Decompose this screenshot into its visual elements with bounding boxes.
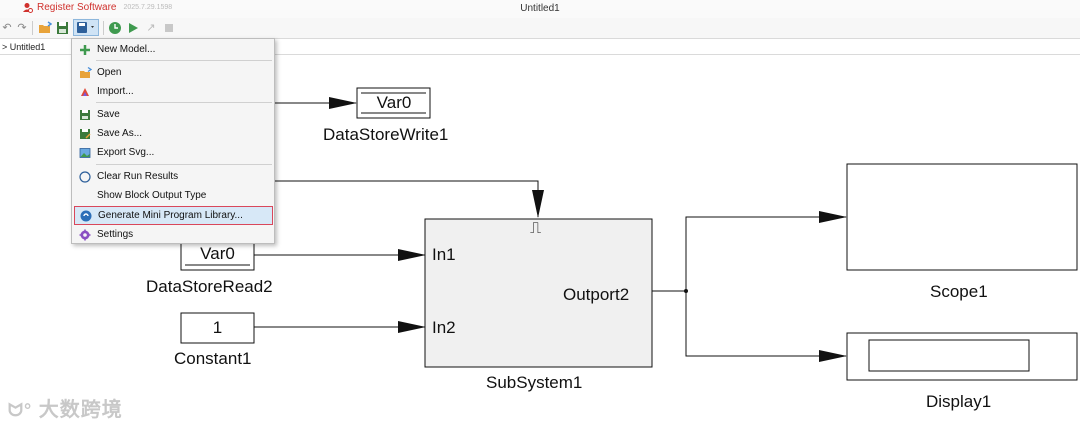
menu-item-import[interactable]: Import... <box>74 82 273 101</box>
menu-item-save[interactable]: Save <box>74 105 273 124</box>
breadcrumb[interactable]: > Untitled1 <box>0 39 1080 55</box>
menu-separator <box>96 102 272 103</box>
menu-item-settings[interactable]: Settings <box>74 225 273 244</box>
file-menu-icon <box>77 22 94 33</box>
datastore-read-value: Var0 <box>200 244 235 263</box>
file-dropdown-menu: New Model... Open Import... Save Save As… <box>71 38 275 244</box>
step-icon[interactable]: ↗ <box>146 22 156 34</box>
signal-line-to-display[interactable] <box>685 291 847 362</box>
scope-block[interactable] <box>846 163 1078 271</box>
menu-item-generate-library[interactable]: Generate Mini Program Library... <box>74 206 273 225</box>
watermark-logo-icon: ᗢ° <box>8 400 33 420</box>
menu-item-clear-run-results[interactable]: Clear Run Results <box>74 167 273 186</box>
open-folder-icon[interactable] <box>38 21 53 35</box>
title-bar: Register Software 2025.7.29.1598 Untitle… <box>0 0 1080 18</box>
version-text: 2025.7.29.1598 <box>123 4 173 11</box>
register-user-icon <box>23 3 33 13</box>
constant-name: Constant1 <box>174 349 252 368</box>
menu-item-label: Clear Run Results <box>97 171 179 182</box>
menu-item-label: Generate Mini Program Library... <box>98 210 243 221</box>
in2-port-label: In2 <box>432 318 456 337</box>
display-readout-box <box>868 339 1030 372</box>
menu-item-new-model[interactable]: New Model... <box>74 40 273 59</box>
toolbar-separator <box>103 21 104 35</box>
import-icon <box>78 85 92 99</box>
register-software-link[interactable]: Register Software 2025.7.29.1598 <box>22 2 172 13</box>
datastore-write-value: Var0 <box>376 93 412 112</box>
menu-separator <box>96 60 272 61</box>
undo-icon[interactable]: ↶ <box>2 22 12 34</box>
toolbar-separator <box>32 21 33 35</box>
save-icon <box>78 108 92 122</box>
save-as-icon <box>78 127 92 141</box>
library-icon <box>79 209 93 223</box>
menu-item-label: Save As... <box>97 128 143 139</box>
subsystem-block[interactable] <box>424 218 653 368</box>
menu-item-label: Open <box>97 67 122 78</box>
menu-item-open[interactable]: Open <box>74 63 273 82</box>
trigger-signal-line[interactable] <box>275 180 544 218</box>
constant-value: 1 <box>212 318 223 337</box>
menu-item-export-svg[interactable]: Export Svg... <box>74 143 273 162</box>
redo-icon[interactable]: ↷ <box>17 22 27 34</box>
menu-item-label: Save <box>97 109 120 120</box>
scope-name: Scope1 <box>930 282 988 301</box>
clock-icon[interactable] <box>108 21 122 35</box>
register-label: Register Software <box>37 2 117 13</box>
menu-item-label: Export Svg... <box>97 147 155 158</box>
save-icon[interactable] <box>56 21 70 35</box>
menu-separator <box>96 164 272 165</box>
stop-icon[interactable] <box>162 21 176 35</box>
blank-icon <box>78 189 92 203</box>
menu-item-label: Settings <box>97 229 134 240</box>
window-title: Untitled1 <box>520 3 560 14</box>
menu-item-save-as[interactable]: Save As... <box>74 124 273 143</box>
signal-line-to-scope[interactable] <box>685 211 847 291</box>
datastore-write-name: DataStoreWrite1 <box>323 125 449 144</box>
in1-port-label: In1 <box>432 245 456 264</box>
plus-icon <box>78 43 92 57</box>
branch-point <box>684 289 688 293</box>
file-menu-button[interactable] <box>73 19 99 36</box>
gear-icon <box>78 228 92 242</box>
menu-item-show-block-output-type[interactable]: Show Block Output Type <box>74 186 273 205</box>
open-folder-icon <box>78 66 92 80</box>
watermark: ᗢ° 大数跨境 <box>8 393 123 422</box>
subsystem-name: SubSystem1 <box>486 373 583 392</box>
menu-item-label: Show Block Output Type <box>97 190 207 201</box>
run-icon[interactable] <box>126 21 140 35</box>
trigger-port-icon: ⎍ <box>530 220 542 237</box>
toolbar: ↶ ↷ ↗ <box>0 18 1080 39</box>
circle-icon <box>78 170 92 184</box>
watermark-text: 大数跨境 <box>38 399 123 421</box>
constant-block[interactable] <box>180 312 255 344</box>
outport-label: Outport2 <box>563 285 630 304</box>
datastore-read-name: DataStoreRead2 <box>146 277 273 296</box>
menu-item-label: Import... <box>97 86 134 97</box>
menu-item-label: New Model... <box>97 44 156 55</box>
image-export-icon <box>78 146 92 160</box>
display-name: Display1 <box>926 392 992 411</box>
